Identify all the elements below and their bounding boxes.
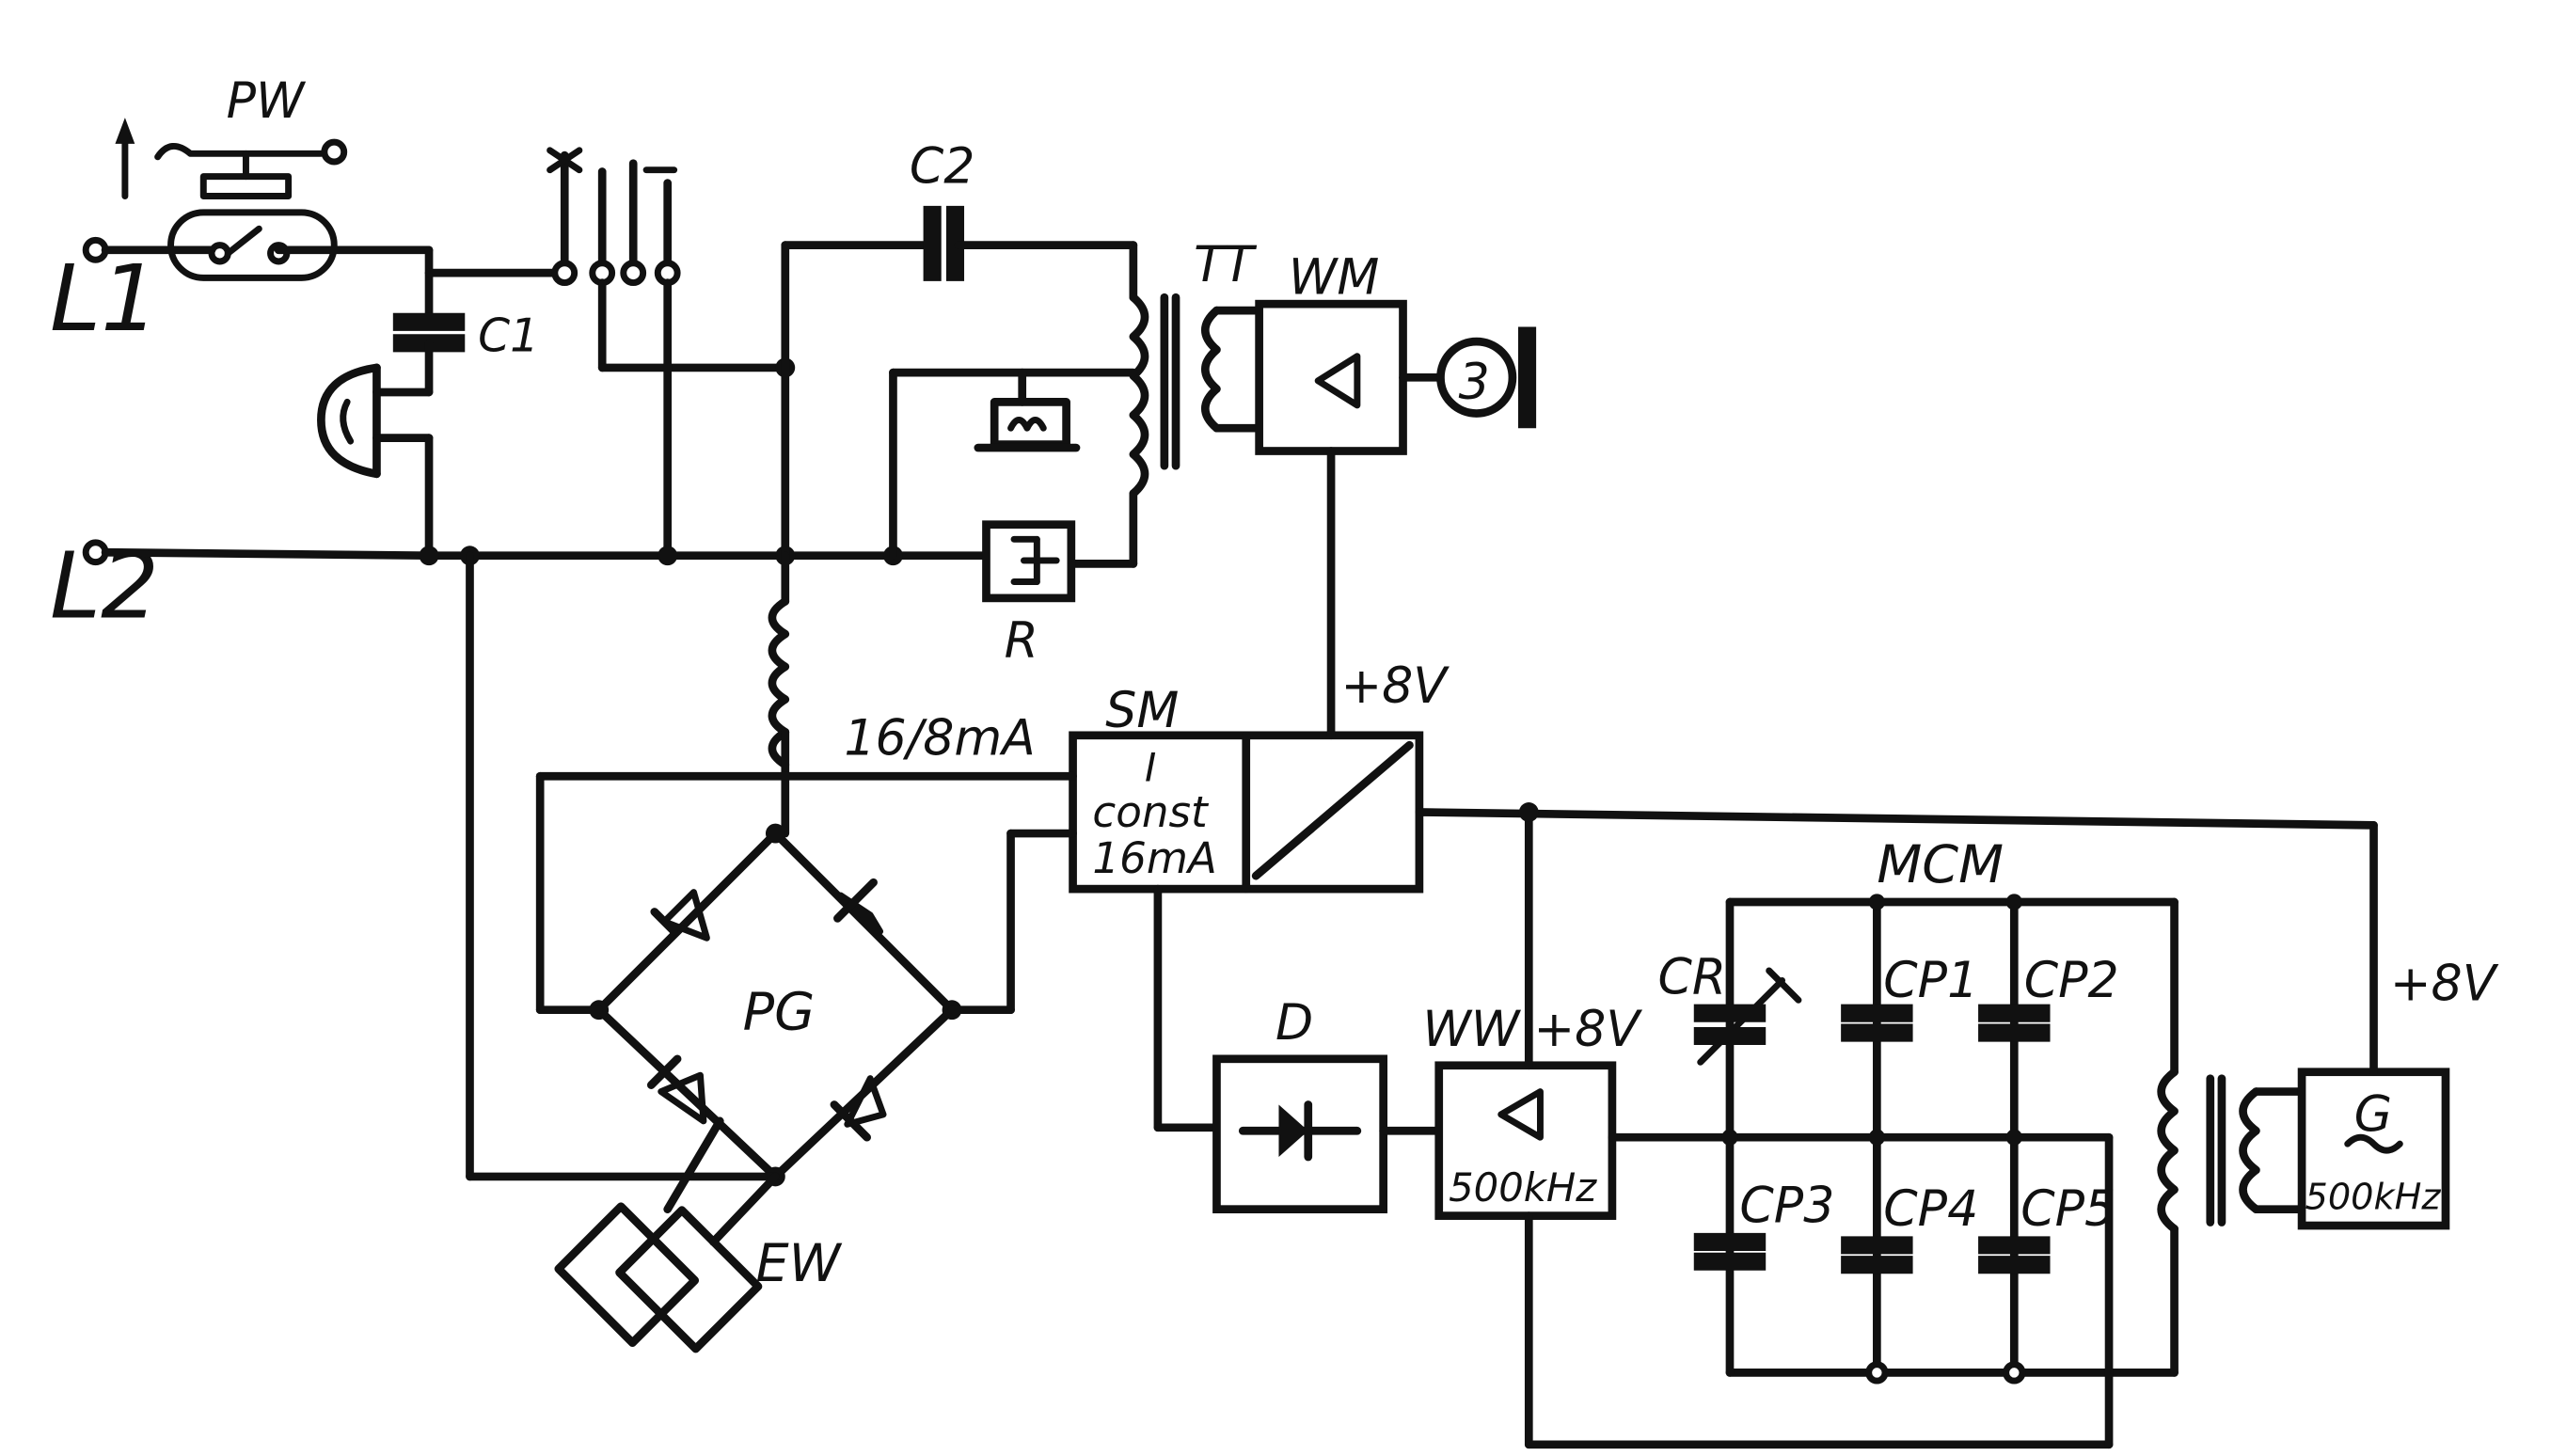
capacitor-matrix-mcm: MCM CR CP1 CP2 — [1658, 834, 2179, 1385]
svg-text:EW: EW — [756, 1233, 843, 1294]
l2-bus — [101, 357, 999, 566]
svg-text:SM: SM — [1105, 683, 1179, 739]
svg-text:C2: C2 — [910, 139, 975, 196]
svg-text:CP3: CP3 — [1739, 1179, 1834, 1235]
svg-text:TT: TT — [1194, 237, 1258, 293]
svg-text:CP5: CP5 — [2020, 1181, 2115, 1238]
diode-icon — [833, 878, 884, 935]
svg-text:500kHz: 500kHz — [2305, 1178, 2442, 1219]
svg-text:+8V: +8V — [2390, 956, 2499, 1012]
svg-text:PW: PW — [227, 73, 307, 130]
hook-switch-pw: PW — [101, 73, 348, 281]
svg-text:I: I — [1145, 744, 1156, 790]
ringer-bell — [317, 363, 434, 561]
svg-text:WW: WW — [1422, 1002, 1522, 1058]
amplifier-ww: 500kHz WW +8V — [1415, 802, 2378, 1449]
transformer-tt: TT — [1067, 237, 1263, 568]
relay-r: R — [982, 520, 1076, 669]
svg-text:R: R — [1005, 612, 1038, 669]
generator-g: G 500kHz +8V — [2297, 821, 2499, 1230]
rectifier-bridge-pg: PG — [466, 551, 1077, 1187]
svg-text:500kHz: 500kHz — [1449, 1164, 1597, 1211]
svg-text:16/8mA: 16/8mA — [844, 711, 1035, 768]
svg-text:const: const — [1092, 787, 1210, 837]
svg-text:C1: C1 — [478, 310, 539, 363]
capacitor-cp1: CP1 — [1841, 953, 1978, 1042]
svg-text:CP2: CP2 — [2024, 953, 2119, 1009]
motor-icon: 3 — [1436, 326, 1537, 429]
diode-icon — [650, 889, 710, 942]
capacitor-cp2: CP2 — [1978, 953, 2119, 1042]
terminal-l1: L1 — [50, 236, 159, 352]
svg-text:L1: L1 — [50, 245, 159, 352]
svg-text:CP1: CP1 — [1883, 953, 1978, 1009]
receiver-earpiece — [889, 368, 1138, 561]
svg-text:G: G — [2354, 1086, 2392, 1143]
diode-icon — [830, 1075, 887, 1142]
svg-text:WM: WM — [1289, 250, 1379, 307]
trimmer-capacitor-cr: CR — [1658, 949, 1802, 1066]
detector-d: D — [1153, 884, 1444, 1214]
svg-text:D: D — [1276, 995, 1313, 1052]
svg-text:3: 3 — [1459, 355, 1490, 411]
svg-text:CR: CR — [1658, 949, 1727, 1005]
capacitor-cp4: CP4 — [1841, 1181, 1978, 1274]
diode-icon — [646, 1054, 707, 1125]
svg-text:MCM: MCM — [1877, 834, 2004, 895]
capacitor-cp3: CP3 — [1693, 1179, 1834, 1271]
svg-text:CP4: CP4 — [1883, 1181, 1978, 1238]
svg-text:+8V: +8V — [1534, 1002, 1643, 1058]
capacitor-c2: C2 — [781, 139, 1138, 561]
capacitor-c1: C1 — [274, 245, 539, 397]
svg-text:+8V: +8V — [1340, 658, 1450, 715]
electrode-ew: EW — [554, 1116, 843, 1353]
coupling-transformer — [2104, 897, 2306, 1449]
current-source-sm: SM I const 16mA 16/8mA +8V — [768, 447, 1450, 894]
capacitor-cp5: CP5 — [1978, 1181, 2115, 1274]
dial-contacts — [424, 147, 790, 561]
svg-text:16mA: 16mA — [1092, 833, 1216, 883]
amplifier-wm: WM — [1255, 250, 1444, 455]
svg-text:PG: PG — [743, 982, 816, 1043]
